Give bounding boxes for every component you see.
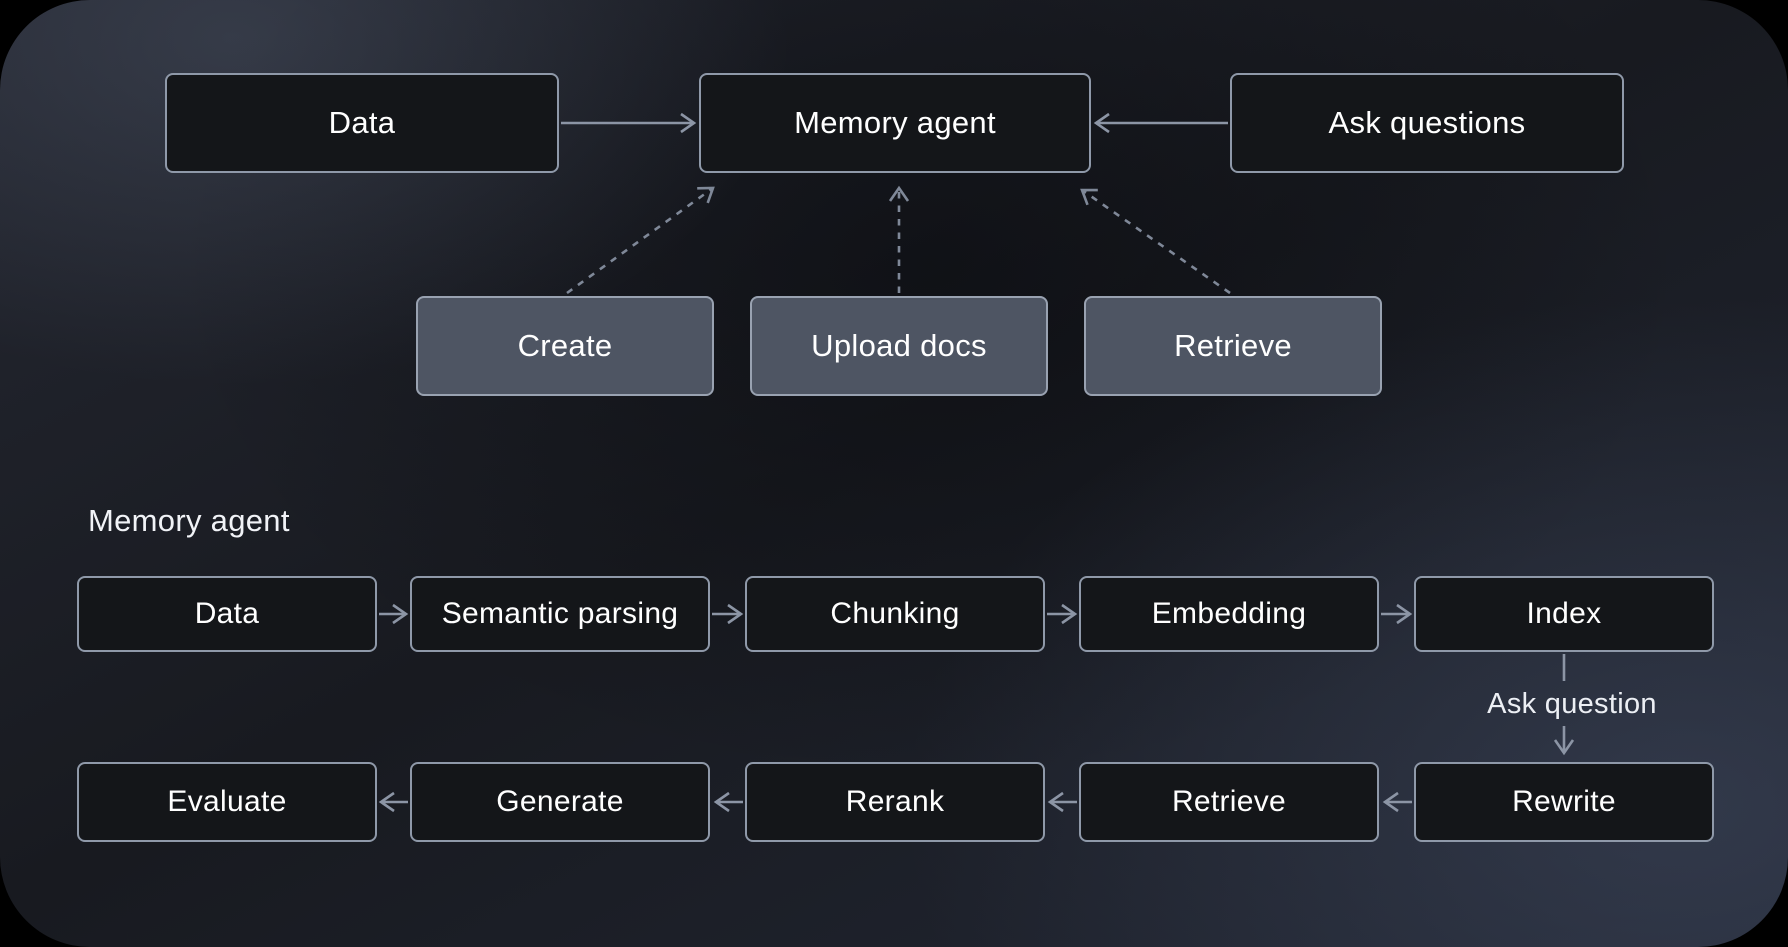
node-data-source: Data <box>165 73 559 173</box>
ask-question-connector-label: Ask question <box>1487 688 1657 720</box>
node-semantic-parsing: Semantic parsing <box>410 576 710 652</box>
memory-agent-section-label: Memory agent <box>88 503 290 538</box>
node-embedding: Embedding <box>1079 576 1379 652</box>
node-upload-docs-action: Upload docs <box>750 296 1048 396</box>
node-memory-agent: Memory agent <box>699 73 1091 173</box>
node-retrieve-action: Retrieve <box>1084 296 1382 396</box>
node-rewrite: Rewrite <box>1414 762 1714 842</box>
node-create-action: Create <box>416 296 714 396</box>
node-pipeline-retrieve: Retrieve <box>1079 762 1379 842</box>
node-evaluate: Evaluate <box>77 762 377 842</box>
node-index: Index <box>1414 576 1714 652</box>
arrow-create-to-memory-agent <box>566 186 715 295</box>
node-pipeline-data: Data <box>77 576 377 652</box>
node-rerank: Rerank <box>745 762 1045 842</box>
arrow-retrieve-to-memory-agent <box>1080 188 1231 295</box>
node-generate: Generate <box>410 762 710 842</box>
node-chunking: Chunking <box>745 576 1045 652</box>
node-ask-questions: Ask questions <box>1230 73 1624 173</box>
